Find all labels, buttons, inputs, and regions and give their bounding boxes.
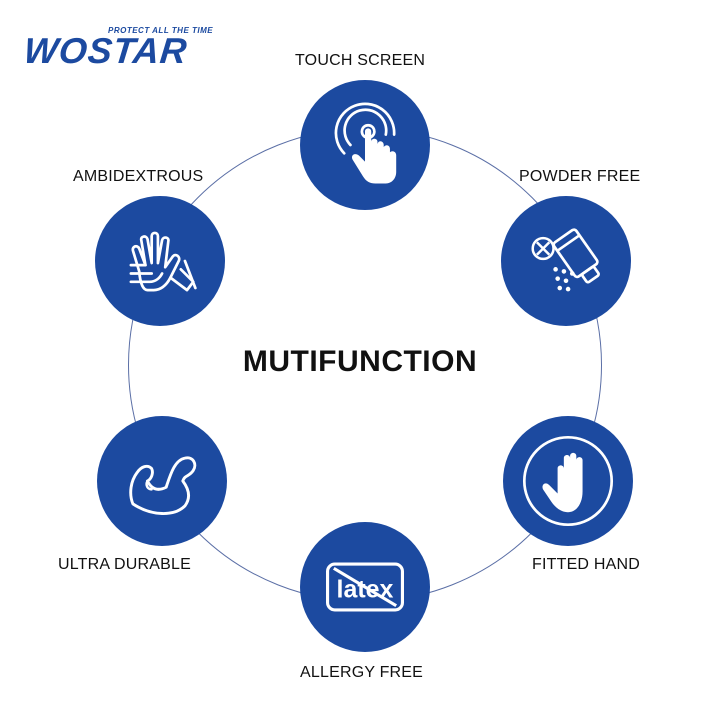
label-allergy-free: ALLERGY FREE — [300, 664, 424, 681]
powder-free-icon — [531, 228, 600, 292]
brand-logo: PROTECT ALL THE TIME WOSTAR — [18, 22, 218, 71]
label-ambidextrous: AMBIDEXTROUS — [73, 168, 204, 185]
label-ultra-durable: ULTRA DURABLE — [58, 556, 192, 573]
feature-ambidextrous — [95, 196, 225, 326]
feature-ultra-durable — [97, 416, 227, 546]
feature-powder-free — [501, 196, 631, 326]
label-fitted-hand: FITTED HAND — [532, 556, 640, 573]
center-title: MUTIFUNCTION — [242, 345, 478, 378]
label-powder-free: POWDER FREE — [519, 168, 641, 185]
muscle-arm-icon — [129, 456, 197, 515]
touch-screen-icon — [334, 102, 397, 184]
gloves-icon — [129, 231, 197, 292]
logo-wordmark: WOSTAR — [21, 30, 190, 71]
latex-free-icon: latex — [326, 562, 404, 612]
feature-allergy-free: latex — [300, 522, 430, 652]
logo-tagline: PROTECT ALL THE TIME — [108, 26, 214, 35]
feature-touch-screen — [300, 80, 430, 210]
hand-icon — [522, 435, 614, 527]
feature-fitted-hand — [503, 416, 633, 546]
label-touch-screen: TOUCH SCREEN — [295, 52, 426, 69]
